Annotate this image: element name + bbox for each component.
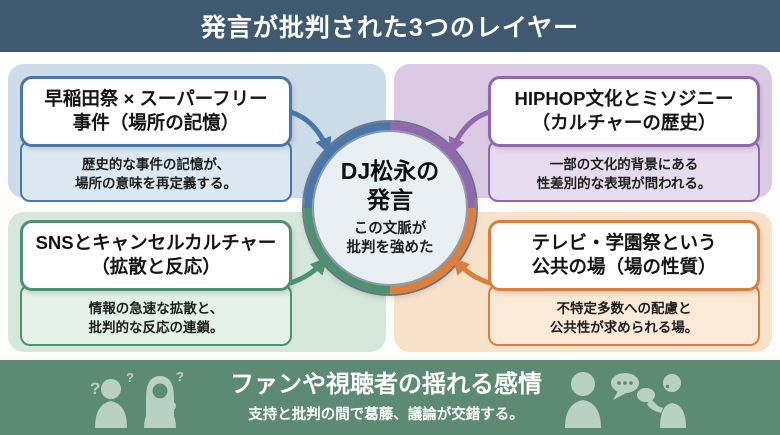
page-title: 発言が批判された3つのレイヤー (200, 14, 580, 42)
footer-title: ファンや視聴者の揺れる感情 (230, 370, 542, 398)
layer-title-sns: SNSとキャンセルカルチャー （拡散と反応） (20, 220, 292, 291)
svg-text:?: ? (126, 370, 134, 385)
layer-title-tv: テレビ・学園祭という 公共の場（場の性質） (488, 220, 760, 291)
layer-card-hiphop: HIPHOP文化とミソジニー （カルチャーの歴史） 一部の文化的背景にある 性差… (488, 76, 760, 203)
layer-card-sns: SNSとキャンセルカルチャー （拡散と反応） 情報の急速な拡散と、 批判的な反応… (20, 220, 292, 347)
footer-subtitle: 支持と批判の間で葛藤、議論が交錯する。 (248, 407, 524, 424)
layer-card-waseda: 早稲田祭 × スーパーフリー 事件（場所の記憶） 歴史的な事件の記憶が、 場所の… (20, 76, 292, 203)
confused-people-icon: ? ? ? (90, 369, 184, 428)
center-subtitle: この文脈が 批判を強めた (346, 220, 434, 257)
svg-text:?: ? (176, 369, 184, 384)
layer-title-waseda: 早稲田祭 × スーパーフリー 事件（場所の記憶） (20, 76, 292, 147)
layer-card-tv: テレビ・学園祭という 公共の場（場の性質） 不特定多数への配慮と 公共性が求めら… (488, 220, 760, 347)
center-circle-inner: DJ松永の 発言 この文脈が 批判を強めた (312, 130, 468, 286)
center-title: DJ松永の 発言 (340, 158, 440, 214)
layer-panel-hiphop: HIPHOP文化とミソジニー （カルチャーの歴史） 一部の文化的背景にある 性差… (394, 64, 772, 203)
layer-subtitle-tv: 不特定多数への配慮と 公共性が求められる場。 (488, 283, 760, 347)
layer-subtitle-hiphop: 一部の文化的背景にある 性差別的な表現が問われる。 (488, 139, 760, 203)
layer-subtitle-sns: 情報の急速な拡散と、 批判的な反応の連鎖。 (20, 283, 292, 347)
layer-panel-waseda: 早稲田祭 × スーパーフリー 事件（場所の記憶） 歴史的な事件の記憶が、 場所の… (8, 64, 386, 203)
footer-text: ファンや視聴者の揺れる感情 支持と批判の間で葛藤、議論が交錯する。 (230, 371, 542, 425)
layer-title-hiphop: HIPHOP文化とミソジニー （カルチャーの歴史） (488, 76, 760, 147)
discussing-people-icon (565, 371, 686, 428)
layer-subtitle-waseda: 歴史的な事件の記憶が、 場所の意味を再定義する。 (20, 139, 292, 203)
center-circle: DJ松永の 発言 この文脈が 批判を強めた (304, 122, 476, 294)
footer-band: ? ? ? ファンや視聴者の揺れる感情 支持と批判の間で葛藤、議論が交錯する。 (0, 360, 780, 435)
header-band: 発言が批判された3つのレイヤー (0, 0, 780, 52)
svg-text:?: ? (90, 379, 100, 398)
